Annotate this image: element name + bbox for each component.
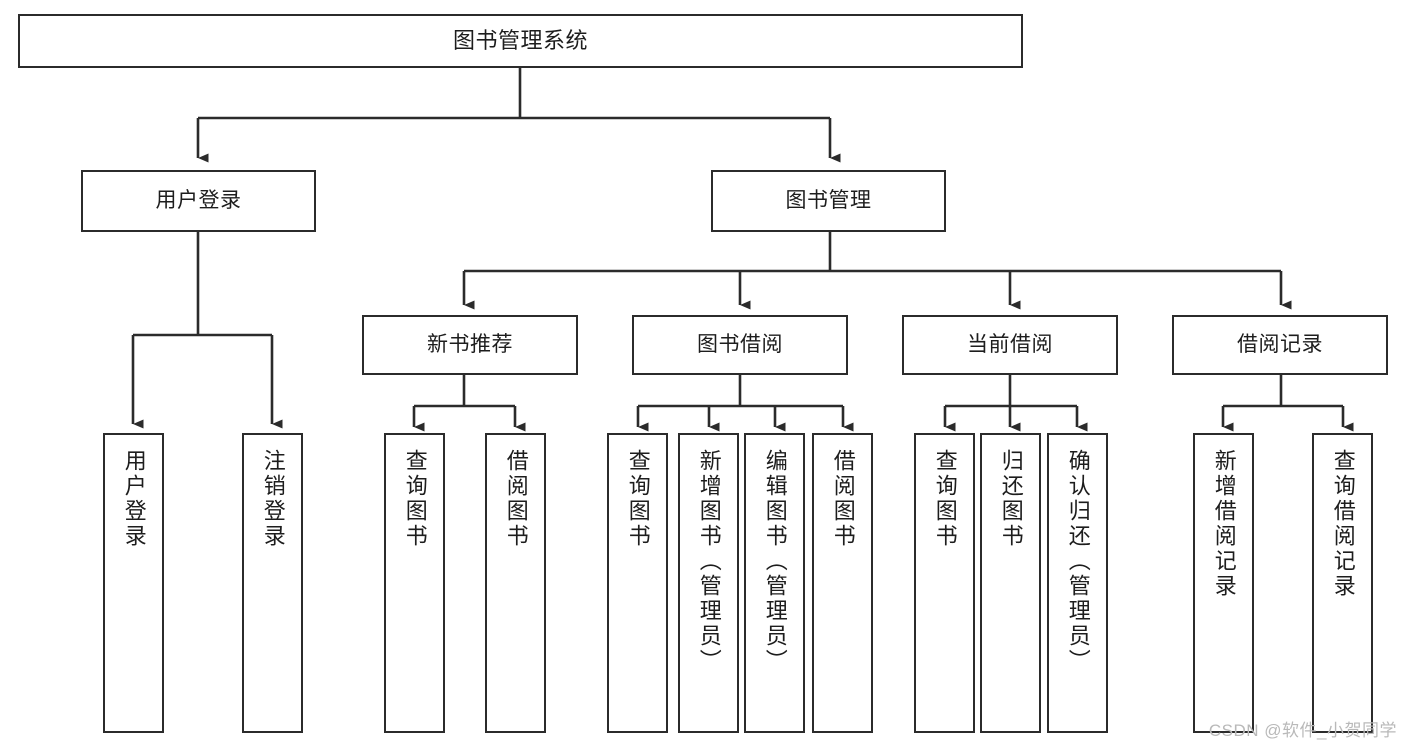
node-label: 图书管理 (785, 188, 872, 212)
node-label: 查询图书 (932, 449, 958, 549)
node-label: 查询图书 (402, 449, 428, 549)
node-leaf-query-book-current[interactable]: 查询图书 (914, 433, 975, 733)
node-new-book-recommend[interactable]: 新书推荐 (362, 315, 578, 375)
node-leaf-query-book-borrow[interactable]: 查询图书 (607, 433, 668, 733)
node-current-borrow[interactable]: 当前借阅 (902, 315, 1118, 375)
csdn-watermark: CSDN @软件_小贺同学 (1208, 721, 1397, 740)
node-label: 注销登录 (260, 449, 286, 549)
node-leaf-borrow-book-recommend[interactable]: 借阅图书 (485, 433, 546, 733)
node-book-management[interactable]: 图书管理 (711, 170, 946, 232)
node-label: 当前借阅 (967, 332, 1053, 356)
node-leaf-return-book[interactable]: 归还图书 (980, 433, 1041, 733)
node-borrow-record[interactable]: 借阅记录 (1172, 315, 1388, 375)
node-label: 借阅图书 (830, 449, 856, 549)
node-label: 查询借阅记录 (1330, 449, 1356, 599)
node-label: 新书推荐 (427, 332, 513, 356)
node-label: 新增图书（管理员） (696, 449, 722, 674)
node-user-login[interactable]: 用户登录 (81, 170, 316, 232)
node-leaf-user-logout[interactable]: 注销登录 (242, 433, 303, 733)
node-label: 图书借阅 (697, 332, 783, 356)
node-label: 图书管理系统 (452, 28, 588, 54)
node-leaf-borrow-book[interactable]: 借阅图书 (812, 433, 873, 733)
node-leaf-edit-book-admin[interactable]: 编辑图书（管理员） (744, 433, 805, 733)
node-leaf-query-borrow-record[interactable]: 查询借阅记录 (1312, 433, 1373, 733)
node-label: 用户登录 (121, 449, 147, 549)
node-label: 归还图书 (998, 449, 1024, 549)
node-leaf-add-borrow-record[interactable]: 新增借阅记录 (1193, 433, 1254, 733)
node-leaf-add-book-admin[interactable]: 新增图书（管理员） (678, 433, 739, 733)
node-label: 新增借阅记录 (1211, 449, 1237, 599)
node-leaf-user-login[interactable]: 用户登录 (103, 433, 164, 733)
node-label: 借阅图书 (503, 449, 529, 549)
node-label: 借阅记录 (1237, 332, 1323, 356)
node-book-borrow[interactable]: 图书借阅 (632, 315, 848, 375)
node-label: 查询图书 (625, 449, 651, 549)
node-label: 用户登录 (155, 188, 242, 212)
node-leaf-query-book-recommend[interactable]: 查询图书 (384, 433, 445, 733)
node-root-book-management-system[interactable]: 图书管理系统 (18, 14, 1023, 68)
node-label: 编辑图书（管理员） (762, 449, 788, 674)
node-label: 确认归还（管理员） (1065, 449, 1091, 674)
node-leaf-confirm-return-admin[interactable]: 确认归还（管理员） (1047, 433, 1108, 733)
